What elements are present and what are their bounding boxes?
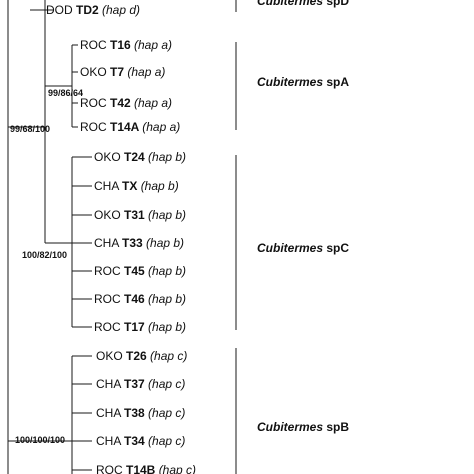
- leaf-code: T7: [110, 65, 127, 79]
- leaf-label: CHA T38 (hap c): [96, 406, 185, 420]
- leaf-label: ROC T14B (hap c): [96, 463, 196, 474]
- support-value: 99/86/64: [48, 88, 83, 98]
- clade-species: spA: [326, 75, 349, 89]
- leaf-code: T45: [124, 264, 148, 278]
- clade-label: Cubitermes spA: [257, 75, 349, 89]
- leaf-site: CHA: [94, 236, 122, 250]
- leaf-code: T14A: [110, 120, 142, 134]
- clade-genus: Cubitermes: [257, 0, 326, 8]
- leaf-site: ROC: [94, 320, 124, 334]
- support-value: 99/68/100: [10, 124, 50, 134]
- leaf-site: ROC: [94, 264, 124, 278]
- leaf-site: CHA: [96, 377, 124, 391]
- leaf-site: CHA: [96, 406, 124, 420]
- leaf-code: T34: [124, 434, 148, 448]
- clade-label: Cubitermes spB: [257, 420, 349, 434]
- clade-species: spD: [326, 0, 349, 8]
- leaf-label: ROC T42 (hap a): [80, 96, 172, 110]
- support-value: 100/100/100: [15, 435, 65, 445]
- leaf-label: ROC T16 (hap a): [80, 38, 172, 52]
- leaf-code: T37: [124, 377, 148, 391]
- leaf-haplotype: (hap b): [148, 264, 186, 278]
- leaf-code: TX: [122, 179, 141, 193]
- leaf-code: T33: [122, 236, 146, 250]
- leaf-site: ROC: [80, 96, 110, 110]
- leaf-label: DOD TD2 (hap d): [46, 3, 140, 17]
- leaf-label: ROC T17 (hap b): [94, 320, 186, 334]
- leaf-haplotype: (hap b): [146, 236, 184, 250]
- leaf-haplotype: (hap b): [148, 208, 186, 222]
- leaf-site: OKO: [96, 349, 126, 363]
- leaf-haplotype: (hap b): [148, 292, 186, 306]
- leaf-haplotype: (hap a): [127, 65, 165, 79]
- leaf-code: T14B: [126, 463, 159, 474]
- leaf-code: T26: [126, 349, 150, 363]
- leaf-haplotype: (hap b): [148, 150, 186, 164]
- leaf-site: OKO: [94, 150, 124, 164]
- clade-genus: Cubitermes: [257, 420, 326, 434]
- leaf-code: T17: [124, 320, 148, 334]
- leaf-site: ROC: [80, 38, 110, 52]
- leaf-label: OKO T31 (hap b): [94, 208, 186, 222]
- clade-label: Cubitermes spD: [257, 0, 349, 8]
- leaf-site: ROC: [80, 120, 110, 134]
- leaf-code: TD2: [76, 3, 102, 17]
- support-value: 100/82/100: [22, 250, 67, 260]
- leaf-site: OKO: [94, 208, 124, 222]
- leaf-label: OKO T26 (hap c): [96, 349, 187, 363]
- leaf-haplotype: (hap a): [134, 96, 172, 110]
- leaf-haplotype: (hap b): [148, 320, 186, 334]
- leaf-site: CHA: [96, 434, 124, 448]
- leaf-haplotype: (hap c): [159, 463, 196, 474]
- leaf-code: T42: [110, 96, 134, 110]
- leaf-haplotype: (hap a): [134, 38, 172, 52]
- leaf-code: T24: [124, 150, 148, 164]
- leaf-label: CHA T33 (hap b): [94, 236, 184, 250]
- leaf-label: ROC T14A (hap a): [80, 120, 180, 134]
- leaf-site: ROC: [94, 292, 124, 306]
- leaf-site: ROC: [96, 463, 126, 474]
- clade-species: spB: [326, 420, 349, 434]
- leaf-label: OKO T7 (hap a): [80, 65, 165, 79]
- leaf-site: DOD: [46, 3, 76, 17]
- leaf-label: OKO T24 (hap b): [94, 150, 186, 164]
- leaf-site: OKO: [80, 65, 110, 79]
- leaf-label: ROC T46 (hap b): [94, 292, 186, 306]
- leaf-haplotype: (hap c): [148, 377, 185, 391]
- leaf-haplotype: (hap c): [148, 406, 185, 420]
- leaf-haplotype: (hap c): [148, 434, 185, 448]
- clade-species: spC: [326, 241, 349, 255]
- clade-label: Cubitermes spC: [257, 241, 349, 255]
- clade-genus: Cubitermes: [257, 75, 326, 89]
- leaf-code: T16: [110, 38, 134, 52]
- leaf-code: T46: [124, 292, 148, 306]
- leaf-haplotype: (hap a): [142, 120, 180, 134]
- leaf-label: CHA TX (hap b): [94, 179, 179, 193]
- leaf-haplotype: (hap b): [141, 179, 179, 193]
- clade-genus: Cubitermes: [257, 241, 326, 255]
- leaf-label: CHA T34 (hap c): [96, 434, 185, 448]
- leaf-label: CHA T37 (hap c): [96, 377, 185, 391]
- leaf-code: T38: [124, 406, 148, 420]
- leaf-haplotype: (hap c): [150, 349, 187, 363]
- leaf-code: T31: [124, 208, 148, 222]
- leaf-label: ROC T45 (hap b): [94, 264, 186, 278]
- leaf-haplotype: (hap d): [102, 3, 140, 17]
- leaf-site: CHA: [94, 179, 122, 193]
